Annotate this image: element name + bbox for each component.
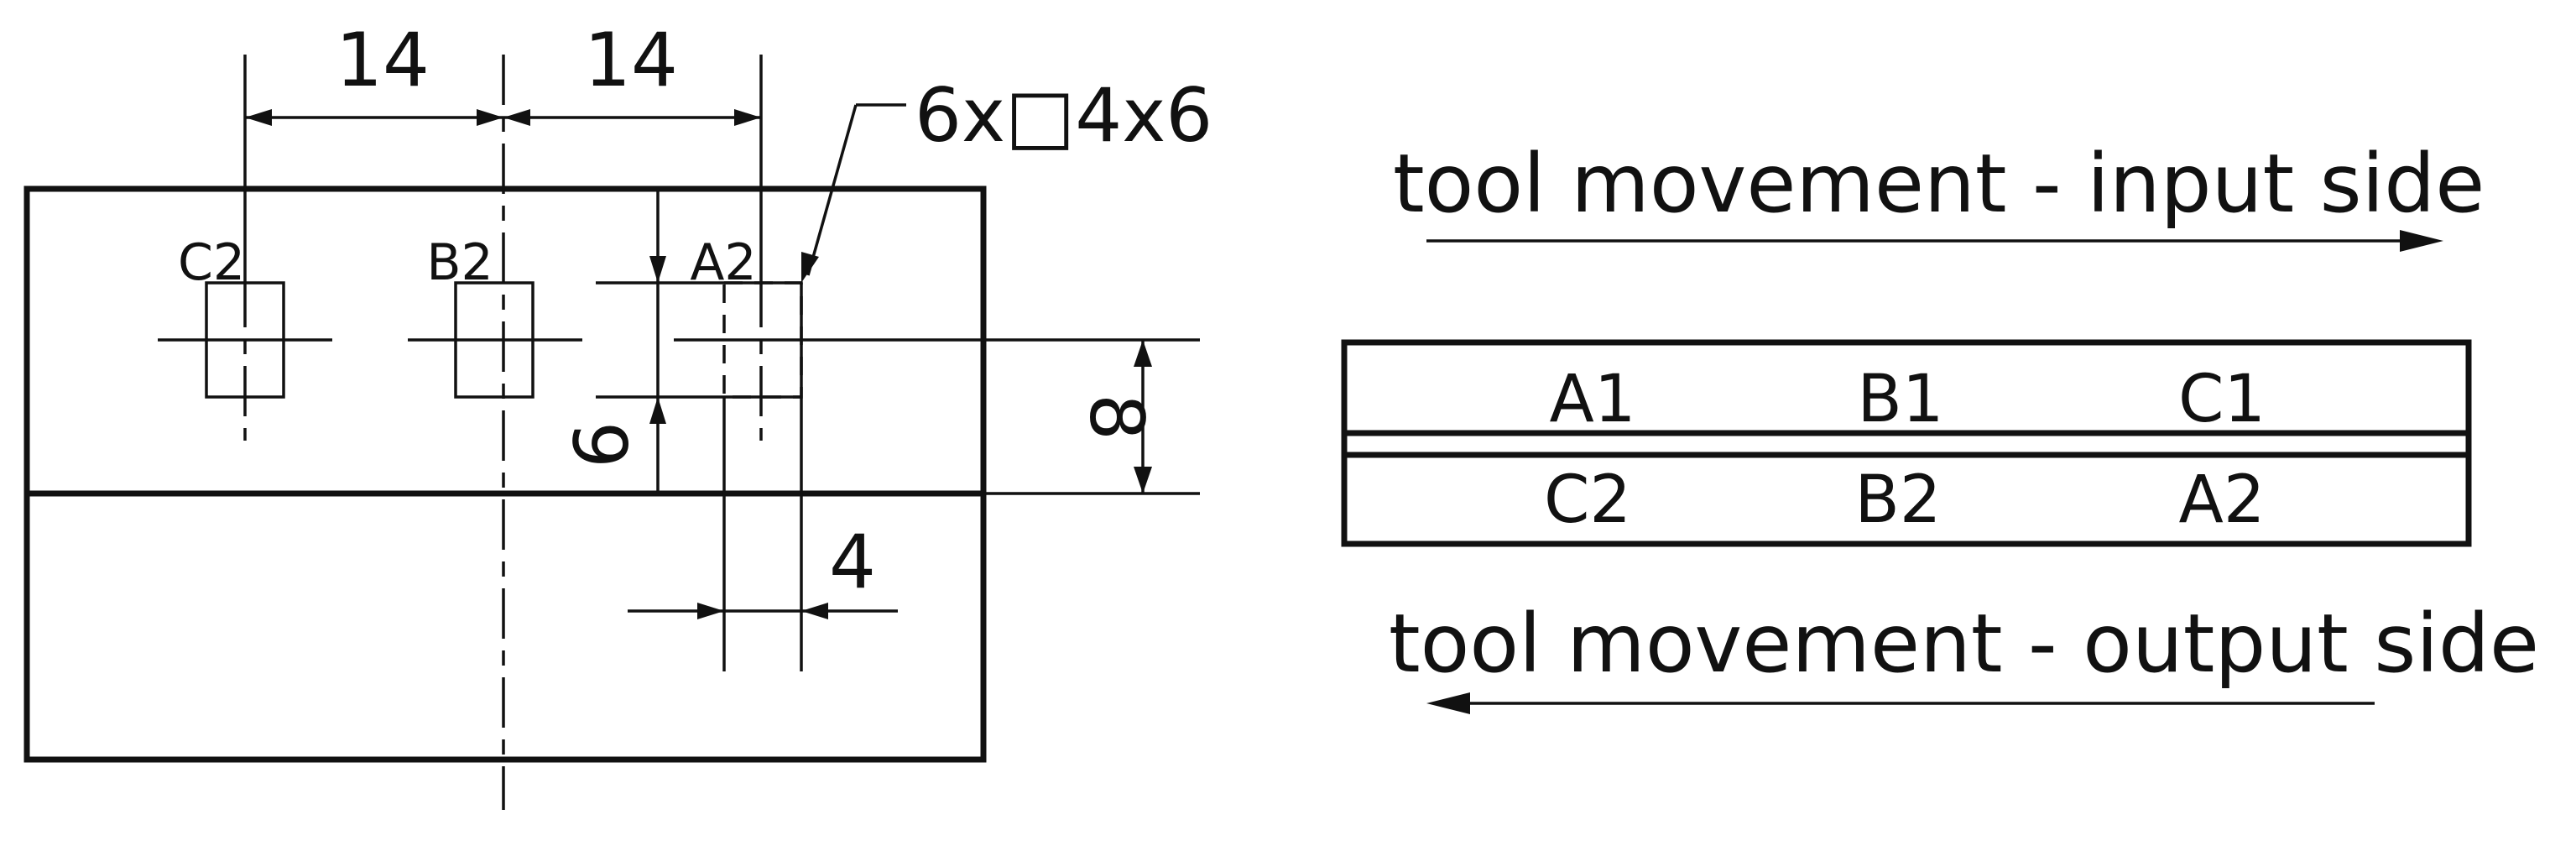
dimension-14-left-label: 14	[336, 17, 430, 103]
hole-label-a2: A2	[690, 233, 756, 292]
hole-label-c2: C2	[178, 233, 245, 292]
left-view: 6 8 4 14 14	[23, 17, 1212, 810]
callout-label: 6x□4x6	[915, 72, 1212, 159]
dimension-6-label: 6	[559, 421, 645, 468]
right-view: tool movement - input side A1 B1 C1 C2 B…	[1341, 137, 2539, 714]
hole-b2	[408, 281, 582, 399]
dimension-8-label: 8	[1073, 394, 1160, 441]
dimension-14-right-label: 14	[584, 17, 678, 103]
tool-label-a1: A1	[1550, 362, 1636, 437]
hole-a2	[674, 281, 1200, 399]
dimension-6	[649, 189, 666, 494]
block-outline	[23, 185, 987, 763]
hole-c2	[158, 281, 332, 399]
tool-outer-frame	[1341, 339, 2472, 547]
dimension-chain-top	[245, 109, 761, 126]
tool-label-a2: A2	[2179, 462, 2266, 538]
callout-leader	[801, 103, 906, 283]
tool-label-c1: C1	[2178, 362, 2266, 437]
hole-label-b2: B2	[426, 233, 493, 292]
tool-label-b2: B2	[1854, 462, 1941, 538]
tool-label-b1: B1	[1857, 362, 1943, 437]
input-arrow	[1426, 230, 2443, 252]
dimension-4-label: 4	[829, 519, 876, 605]
output-arrow	[1426, 692, 2375, 714]
tool-label-c2: C2	[1544, 462, 1631, 538]
dimension-4	[628, 283, 898, 671]
dimension-8	[1134, 340, 1152, 494]
output-caption: tool movement - output side	[1389, 597, 2539, 691]
input-caption: tool movement - input side	[1393, 137, 2485, 231]
